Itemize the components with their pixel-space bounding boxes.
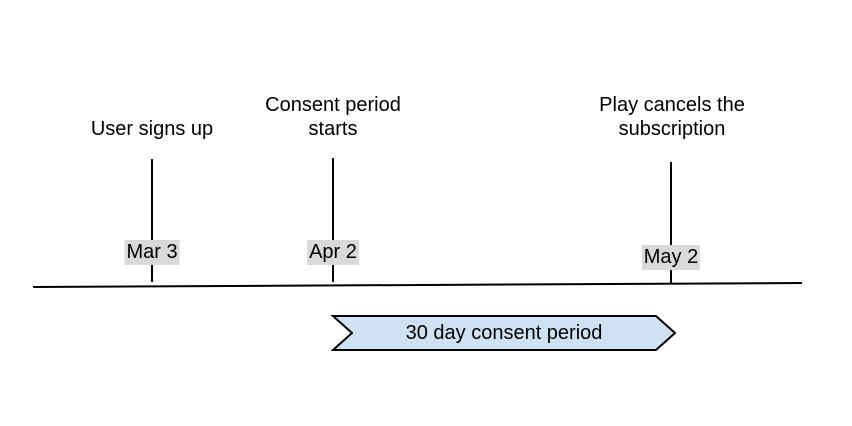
event-label-user-signs-up: User signs up (90, 118, 214, 140)
event-label-consent-period-starts: Consent period starts (265, 94, 401, 140)
date-badge-may-2: May 2 (641, 245, 701, 270)
consent-period-banner-shape (330, 315, 677, 351)
event-label-play-cancels-subscription: Play cancels the subscription (599, 94, 745, 140)
consent-period-banner-label: 30 day consent period (405, 322, 603, 344)
date-badge-apr-2: Apr 2 (307, 240, 359, 265)
date-badge-mar-3: Mar 3 (124, 240, 180, 265)
timeline-axis-line (32, 282, 803, 288)
